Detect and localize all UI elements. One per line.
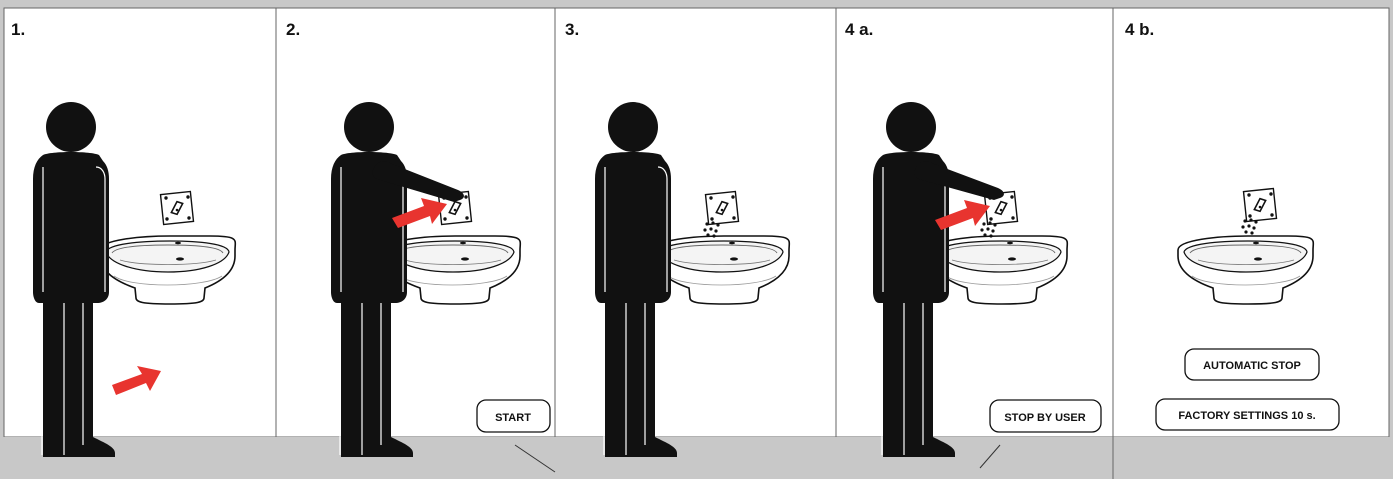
- step-number-2: 2.: [286, 20, 300, 39]
- step-panel: [276, 8, 555, 437]
- automatic-stop-label: AUTOMATIC STOP: [1203, 360, 1301, 372]
- step-number-3: 3.: [565, 20, 579, 39]
- step-number-1: 1.: [11, 20, 25, 39]
- panel-row: [4, 8, 1389, 437]
- step-number-4b: 4 b.: [1125, 20, 1154, 39]
- stop-by-user-label: STOP BY USER: [1004, 412, 1085, 424]
- sensor-icon: [1244, 189, 1277, 222]
- start-label: START: [495, 412, 531, 424]
- sensor-icon: [706, 192, 739, 225]
- sensor-icon: [161, 192, 194, 225]
- step-number-4a: 4 a.: [845, 20, 873, 39]
- factory-settings-label: FACTORY SETTINGS 10 s.: [1178, 410, 1315, 422]
- bottom-band: [0, 437, 1393, 479]
